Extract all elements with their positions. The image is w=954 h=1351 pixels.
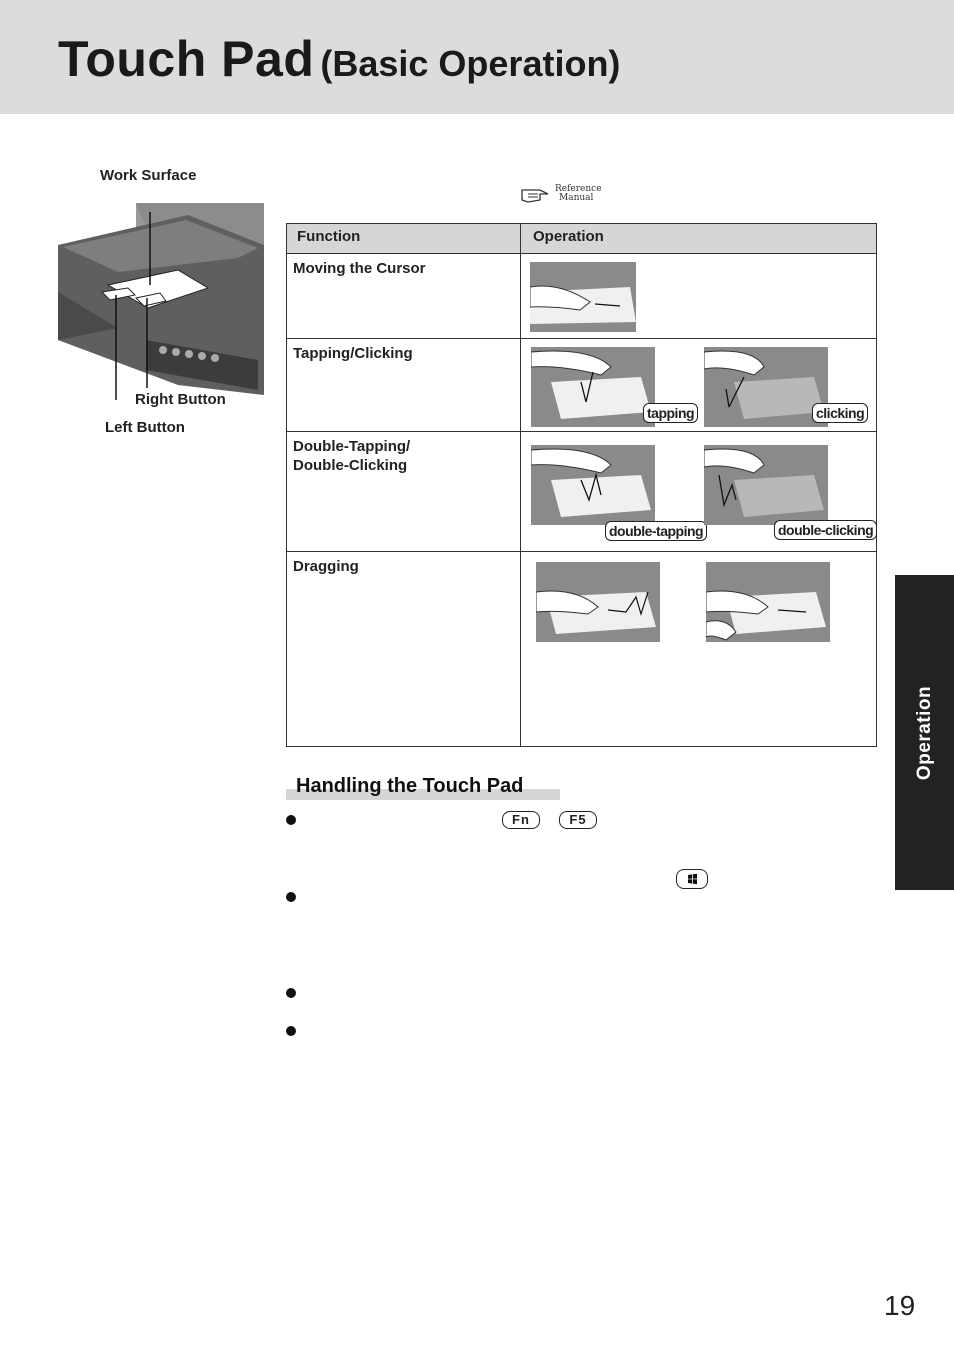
tapping-illustration — [531, 347, 655, 427]
bullet-2 — [286, 892, 296, 902]
table-row: Moving the Cursor — [286, 253, 877, 339]
function-label-line2: Double-Clicking — [293, 457, 408, 474]
title-main: Touch Pad — [58, 31, 315, 87]
reference-manual-icon — [521, 189, 549, 203]
row-function-cell: Moving the Cursor — [286, 253, 521, 339]
row-function-cell: Dragging — [286, 551, 521, 747]
f5-key: F5 — [559, 811, 597, 829]
table-row: Tapping/Clicking tapping clicking — [286, 338, 877, 432]
row-operation-cell — [520, 551, 877, 747]
clicking-illustration — [704, 347, 828, 427]
table-row: Dragging — [286, 551, 877, 747]
function-label: Double-Tapping/ — [293, 438, 411, 455]
function-label: Tapping/Clicking — [293, 345, 413, 362]
reference-line2: Manual — [559, 193, 594, 203]
windows-key-icon — [676, 869, 708, 889]
dragging-click-illustration — [706, 562, 830, 642]
table-header-function: Function — [286, 223, 521, 254]
left-button-label: Left Button — [105, 419, 185, 436]
function-label: Moving the Cursor — [293, 260, 426, 277]
reference-line1: Reference — [555, 184, 602, 194]
touch-pad-device-illustration — [58, 203, 264, 400]
right-button-label: Right Button — [135, 391, 226, 408]
double-clicking-callout: double-clicking — [774, 520, 878, 540]
bullet-1 — [286, 815, 296, 825]
table-header-operation: Operation — [520, 223, 877, 254]
clicking-callout: clicking — [812, 403, 869, 423]
row-operation-cell: tapping clicking — [520, 338, 877, 432]
moving-cursor-illustration — [530, 262, 636, 332]
work-surface-label: Work Surface — [100, 167, 197, 184]
bullet-3 — [286, 988, 296, 998]
page-header — [0, 0, 954, 114]
dragging-tap-illustration — [536, 562, 660, 642]
function-label: Dragging — [293, 558, 359, 575]
handling-section-title: Handling the Touch Pad — [296, 775, 524, 797]
handling-title-underbar — [286, 789, 560, 800]
side-tab-label: Operation — [913, 685, 935, 780]
row-function-cell: Tapping/Clicking — [286, 338, 521, 432]
table-row: Double-Tapping/ Double-Clicking double-t… — [286, 431, 878, 552]
page-title: Touch Pad(Basic Operation) — [58, 30, 620, 88]
reference-manual-text: Reference Manual — [555, 185, 602, 203]
tapping-callout: tapping — [643, 403, 699, 423]
row-operation-cell: double-tapping double-clicking — [520, 431, 878, 552]
double-tapping-illustration — [531, 445, 655, 525]
section-side-tab: Operation — [895, 575, 954, 890]
bullet-4 — [286, 1026, 296, 1036]
page-number: 19 — [884, 1290, 916, 1321]
title-sub: (Basic Operation) — [320, 43, 621, 84]
row-function-cell: Double-Tapping/ Double-Clicking — [286, 431, 521, 552]
double-tapping-callout: double-tapping — [605, 521, 708, 541]
fn-key: Fn — [502, 811, 540, 829]
row-operation-cell — [520, 253, 877, 339]
operations-table: Function Operation Moving the Cursor Tap… — [286, 223, 878, 747]
double-clicking-illustration — [704, 445, 828, 525]
